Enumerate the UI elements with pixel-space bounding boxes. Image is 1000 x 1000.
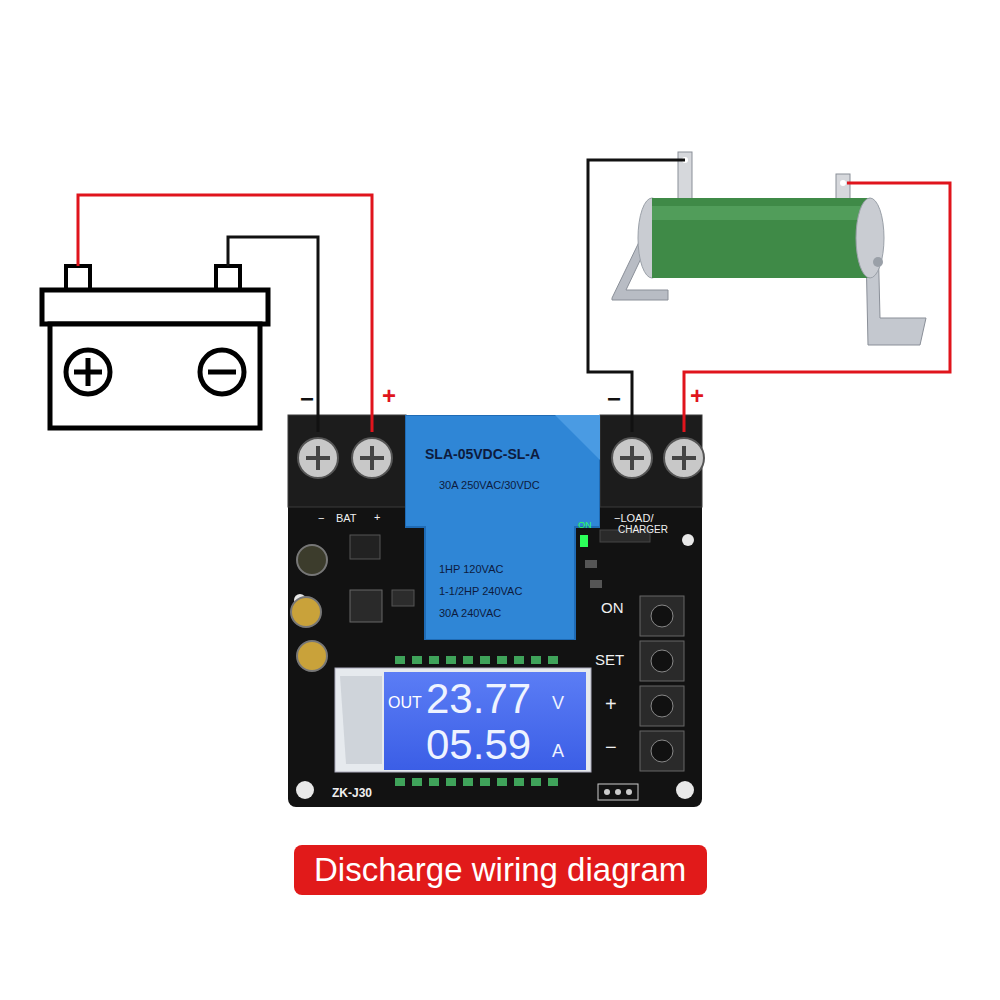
wires bbox=[78, 160, 950, 432]
button-label: SET bbox=[595, 652, 624, 669]
unit-label: A bbox=[552, 742, 564, 762]
battery-symbol bbox=[42, 266, 268, 428]
unit-label: V bbox=[552, 694, 564, 714]
relay-model: SLA-05VDC-SL-A bbox=[425, 447, 540, 462]
silk-label: − bbox=[318, 512, 324, 524]
relay-box: SLA-05VDC-SL-A 30A 250VAC/30VDC 1HP 120VAC… bbox=[405, 415, 600, 640]
relay-rating: 1-1/2HP 240VAC bbox=[439, 585, 522, 597]
resistor-symbol bbox=[612, 152, 926, 345]
current-reading: 05.59 bbox=[426, 722, 531, 768]
button-label: ON bbox=[601, 600, 624, 617]
controller-board: ZK-J30 SLA-05VDC-SL-A 30A 250VAC/30VDC 1HP … bbox=[288, 415, 702, 807]
button-label: + bbox=[605, 693, 617, 715]
polarity-mark: + bbox=[690, 383, 704, 409]
relay-rating: 30A 240VAC bbox=[439, 607, 501, 619]
caption-text: Discharge wiring diagram bbox=[314, 852, 686, 888]
polarity-mark: − bbox=[607, 386, 621, 412]
lcd-label: OUT bbox=[388, 694, 422, 712]
led-label: ON bbox=[578, 521, 592, 531]
controller-board bbox=[288, 415, 704, 807]
button-label: − bbox=[605, 736, 617, 758]
relay-rating: 30A 250VAC/30VDC bbox=[439, 479, 540, 491]
relay-rating: 1HP 120VAC bbox=[439, 563, 503, 575]
caption-box: Discharge wiring diagram bbox=[294, 845, 707, 895]
silk-label: + bbox=[374, 511, 380, 523]
lcd-display: OUT23.77 V 05.59 A bbox=[384, 672, 586, 770]
polarity-mark: − bbox=[300, 386, 314, 412]
silk-label: BAT bbox=[336, 512, 357, 524]
board-model: ZK-J30 bbox=[332, 787, 372, 800]
polarity-mark: + bbox=[382, 383, 396, 409]
silk-label: CHARGER bbox=[618, 524, 668, 535]
silk-label: −LOAD/ bbox=[614, 512, 653, 524]
voltage-reading: 23.77 bbox=[426, 676, 531, 722]
